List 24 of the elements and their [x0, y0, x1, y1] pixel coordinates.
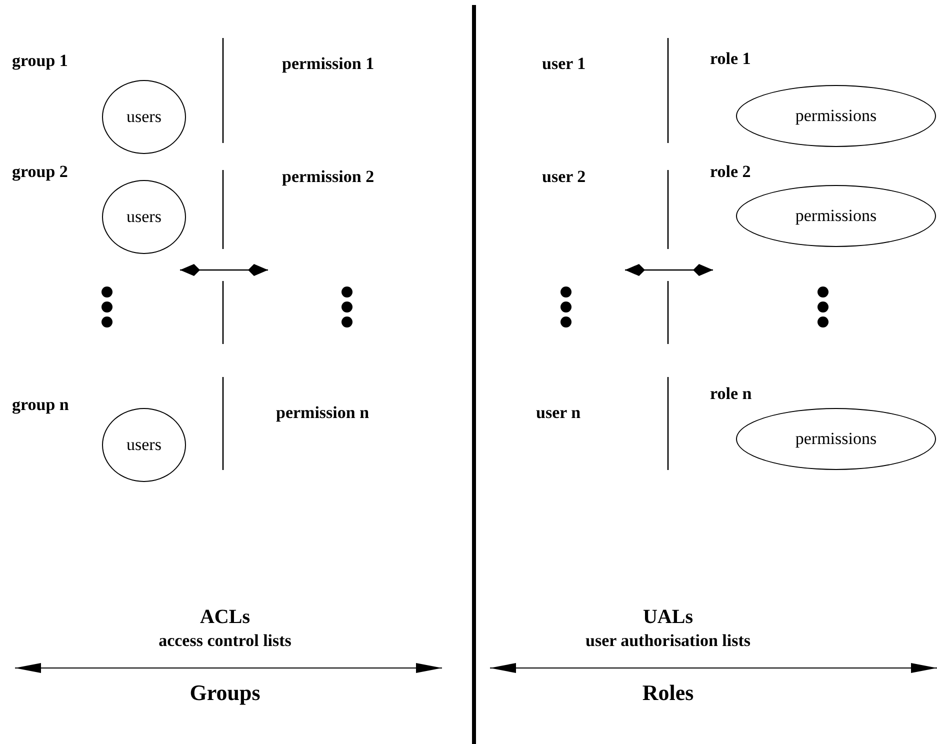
role-label: role 1	[710, 50, 751, 69]
group-ellipse: users	[102, 180, 186, 254]
group-ellipse: users	[102, 80, 186, 154]
group-label: group 1	[12, 52, 68, 71]
role-ellipse: permissions	[736, 185, 936, 247]
user-label: user n	[536, 404, 581, 423]
permission-label: permission 2	[282, 168, 374, 187]
user-label: user 1	[542, 55, 586, 74]
permission-label: permission n	[276, 404, 370, 423]
list-title: UALs	[643, 606, 693, 628]
axis-title: Roles	[642, 681, 694, 706]
list-subtitle: access control lists	[158, 632, 292, 651]
role-ellipse: permissions	[736, 85, 936, 147]
list-title: ACLs	[200, 606, 250, 628]
list-subtitle: user authorisation lists	[586, 632, 750, 651]
permission-label: permission 1	[282, 55, 374, 74]
user-label: user 2	[542, 168, 586, 187]
role-label: role 2	[710, 163, 751, 182]
axis-title: Groups	[190, 681, 260, 706]
group-label: group 2	[12, 163, 68, 182]
role-ellipse: permissions	[736, 408, 936, 470]
group-label: group n	[12, 396, 69, 415]
group-ellipse: users	[102, 408, 186, 482]
role-label: role n	[710, 385, 752, 404]
